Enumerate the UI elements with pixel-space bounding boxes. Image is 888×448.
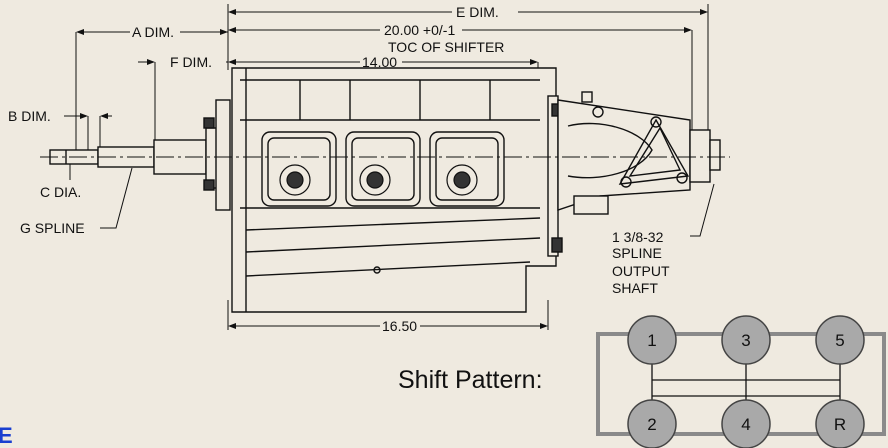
transmission-body [49,67,721,313]
shift-rail-plugs [279,164,478,196]
output-shaft-note-line-1: 1 3/8-32 [612,229,664,245]
f-dim-value: 14.00 [362,54,397,70]
shift-rail-plug [286,171,304,189]
gear-label-3: 3 [741,331,750,350]
shift-rail-plug [366,171,384,189]
gear-label-5: 5 [835,331,844,350]
toc-shifter-label: TOC OF SHIFTER [388,39,504,55]
gear-knob-r [815,399,865,448]
gear-label-4: 4 [741,415,750,434]
dimension-lines [64,4,715,330]
shift-pattern-diagram: 1 3 5 2 4 R [596,315,886,448]
bottom-dim-value: 16.50 [382,318,417,334]
output-shaft-note-line-3: OUTPUT [612,263,670,279]
gear-knob-1 [627,315,677,365]
gear-label-2: 2 [647,415,656,434]
gear-label-1: 1 [647,331,656,350]
gear-knob-3 [721,315,771,365]
gear-knob-5 [815,315,865,365]
e-dim-value: 20.00 +0/-1 [384,22,455,38]
corner-glyph: E [0,423,13,448]
output-shaft-note-line-2: SPLINE [612,245,662,261]
shift-rail-plug [453,171,471,189]
output-shaft-note-line-4: SHAFT [612,280,658,296]
gear-knob-2 [627,399,677,448]
gear-knob-4 [721,399,771,448]
c-dia-label: C DIA. [40,184,81,200]
dimension-arrows [76,9,708,329]
b-dim-label: B DIM. [8,108,51,124]
f-dim-label: F DIM. [170,54,212,70]
shift-pattern-title: Shift Pattern: [398,366,543,394]
e-dim-label: E DIM. [456,4,499,20]
g-spline-label: G SPLINE [20,220,85,236]
gear-label-r: R [834,415,846,434]
a-dim-label: A DIM. [132,24,174,40]
